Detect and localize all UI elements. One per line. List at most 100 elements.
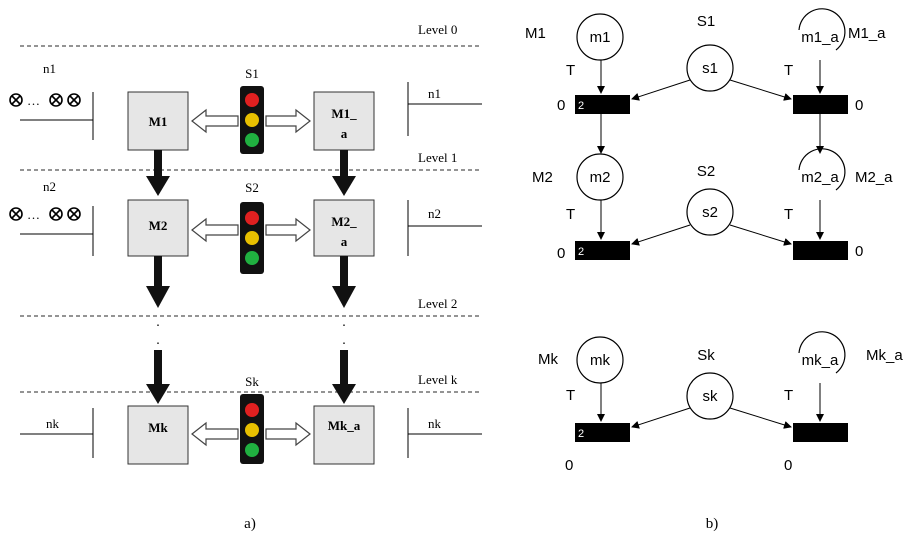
arc-weight: 2 [578,246,584,258]
continuation-dot: . [342,333,346,348]
place-label-m2a: M2_a [855,169,893,186]
caption-b: b) [706,516,719,532]
left-label-n1: n1 [43,61,56,76]
module-box-m2a [313,199,375,257]
module-label-m1a-line1: M1_ [331,106,357,121]
t-label: T [784,387,793,404]
place-sk [686,372,734,420]
place-m1 [576,13,624,61]
place-token-s1: s1 [702,60,718,77]
crossed-circle-icon [67,93,81,107]
continuation-dot: . [156,333,160,348]
module-label-m1a-line2: a [341,126,348,141]
transition-right-2 [793,241,848,260]
t-label: T [566,387,575,404]
signal-label-s1: S1 [245,66,259,81]
crossed-circle-icon [9,93,23,107]
module-label-m2a-line2: a [341,234,348,249]
count-left-1: 0 [557,97,565,114]
continuation-dot: . [342,315,346,330]
signal-label-s2: S2 [245,180,259,195]
transition-left-2 [575,241,630,260]
hollow-arrow-icon [191,421,311,447]
transition-left-1 [575,95,630,114]
place-token-sk: sk [703,388,719,405]
module-label-m2a-line1: M2_ [331,214,357,229]
module-label-m1: M1 [149,114,168,129]
module-box-mka [313,405,375,465]
thick-down-arrow-icon [332,150,356,196]
transition-right-k [793,423,848,442]
place-label-mka: Mk_a [866,347,903,364]
place-token-m2: m2 [590,169,611,186]
left-label-n2: n2 [43,179,56,194]
place-label-mk: Mk [538,351,558,368]
module-label-mk: Mk [148,420,168,435]
module-label-m2: M2 [149,218,168,233]
t-label: T [566,206,575,223]
arc [631,224,691,246]
traffic-light-icon [240,86,264,154]
thick-down-arrow-icon [146,350,170,404]
place-token-m1: m1 [590,29,611,46]
panel-a: Level 0 Level 1 Level 2 Level k n1 … n2 [9,22,482,532]
count-left-2: 0 [557,245,565,262]
sync-label-s1: S1 [697,13,715,30]
traffic-light-icon [240,394,264,464]
arc [729,79,792,101]
traffic-light-icon [240,202,264,274]
arc [631,407,691,429]
left-label-nk: nk [46,416,60,431]
thick-down-arrow-icon [332,256,356,308]
module-label-mka: Mk_a [328,418,361,433]
hollow-arrow-icon [191,217,311,243]
continuation-dot: . [156,315,160,330]
transition-left-k [575,423,630,442]
level-1-label: Level 1 [418,150,457,165]
t-label: T [566,62,575,79]
crossed-ellipsis: … [27,93,40,108]
crossed-circle-icon [67,207,81,221]
sync-label-sk: Sk [697,347,715,364]
crossed-circle-icon [9,207,23,221]
module-box-mk [127,405,189,465]
crossed-circle-icon [49,93,63,107]
place-token-m1a: m1_a [801,29,839,46]
count-right-k: 0 [784,457,792,474]
place-token-mka: mk_a [802,352,839,369]
place-mk [576,336,624,384]
count-left-k: 0 [565,457,573,474]
module-box-m1a [313,91,375,151]
level-2-label: Level 2 [418,296,457,311]
place-m2a [798,148,846,191]
right-label-n1: n1 [428,86,441,101]
caption-a: a) [244,516,256,532]
hollow-arrow-icon [191,108,311,134]
arc-weight: 2 [578,100,584,112]
place-m2 [576,153,624,201]
thick-down-arrow-icon [332,350,356,404]
t-label: T [784,206,793,223]
thick-down-arrow-icon [146,150,170,196]
place-s2 [686,188,734,236]
place-mka [798,331,846,374]
crossed-circle-icon [49,207,63,221]
arc-weight: 2 [578,428,584,440]
place-s1 [686,44,734,92]
panel-b: M1 m1 S1 s1 m1_a M1_a T T 2 0 0 M2 m2 S2… [525,8,903,532]
crossed-ellipsis: … [27,207,40,222]
place-token-mk: mk [590,352,610,369]
arc [631,79,691,101]
module-box-m1 [127,91,189,151]
arc [729,224,792,246]
level-k-label: Level k [418,372,458,387]
signal-label-sk: Sk [245,374,259,389]
place-label-m2: M2 [532,169,553,186]
place-token-s2: s2 [702,204,718,221]
right-label-nk: nk [428,416,442,431]
t-label: T [784,62,793,79]
place-label-m1: M1 [525,25,546,42]
thick-down-arrow-icon [146,256,170,308]
